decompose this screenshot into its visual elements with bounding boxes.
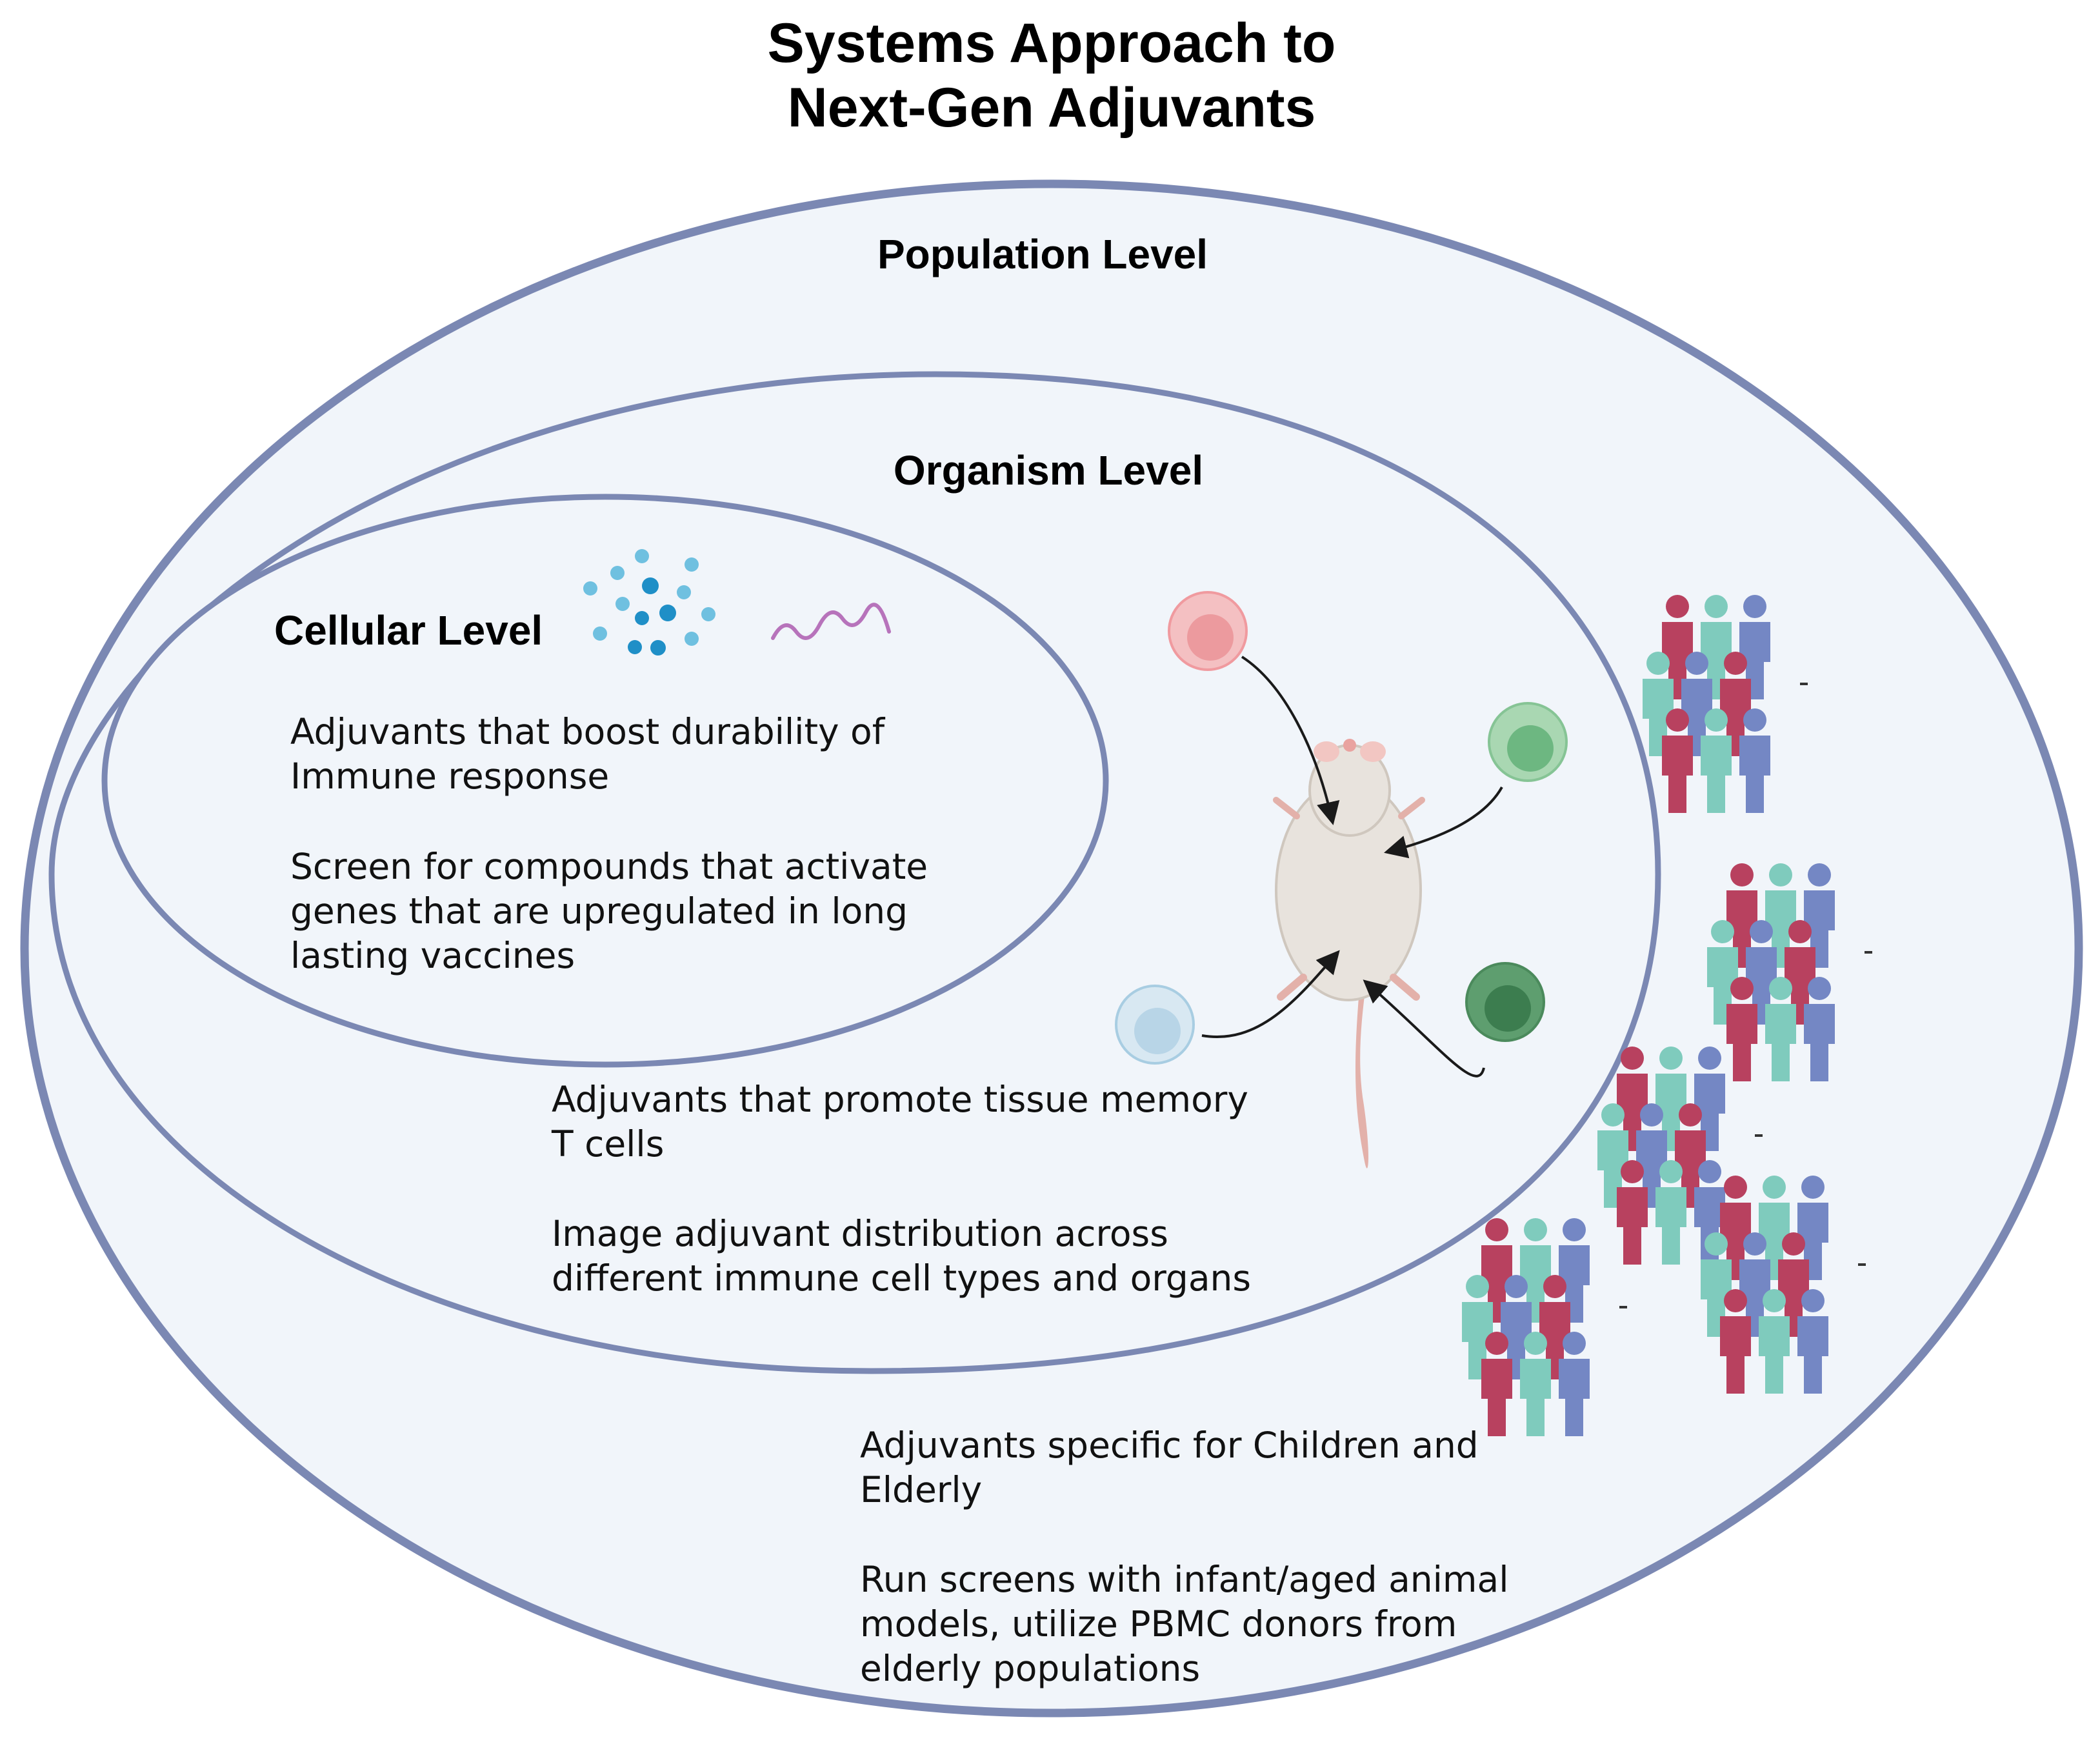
people-group-icon — [1707, 863, 1872, 1081]
people-groups — [1462, 595, 1872, 1436]
person-icon — [1655, 1160, 1686, 1265]
population-level-description: Adjuvants specific for Children and Elde… — [860, 1425, 1509, 1689]
organism-text-line: different immune cell types and organs — [552, 1257, 1251, 1299]
people-group-icon — [1643, 595, 1808, 813]
person-icon — [1701, 708, 1732, 813]
cellular-text-line: Screen for compounds that activate — [290, 846, 928, 887]
person-icon — [1797, 1176, 1828, 1280]
organism-level-description: Adjuvants that promote tissue memory T c… — [551, 1079, 1251, 1299]
cellular-level-ellipse — [101, 494, 1109, 1068]
organism-text-line: Image adjuvant distribution across — [552, 1213, 1168, 1254]
cellular-level-description: Adjuvants that boost durability of Immun… — [290, 711, 928, 976]
population-text-line: Adjuvants specific for Children and — [860, 1425, 1479, 1466]
person-icon — [1559, 1332, 1590, 1436]
organism-text-line: T cells — [551, 1123, 664, 1165]
person-icon — [1481, 1332, 1512, 1436]
person-icon — [1804, 977, 1835, 1081]
rna-strand-icon — [771, 603, 891, 640]
dash-mark — [1755, 1134, 1763, 1137]
population-level-label: Population Level — [877, 231, 1208, 277]
population-text-line: elderly populations — [860, 1648, 1200, 1689]
population-text-line: Run screens with infant/aged animal — [860, 1559, 1509, 1600]
person-icon — [1759, 1289, 1790, 1394]
person-icon — [1520, 1332, 1551, 1436]
cellular-text-line: Immune response — [290, 756, 609, 797]
dash-mark — [1800, 683, 1808, 685]
diagram-title-line-2: Next-Gen Adjuvants — [788, 77, 1316, 139]
population-text-line: models, utilize PBMC donors from — [860, 1603, 1457, 1645]
immune-cell-icon — [1168, 591, 1248, 671]
immune-cell-icon — [1488, 702, 1568, 782]
person-icon — [1662, 708, 1693, 813]
dash-mark — [1858, 1263, 1866, 1266]
person-icon — [1765, 977, 1796, 1081]
organism-level-label: Organism Level — [894, 447, 1203, 494]
cellular-level-label: Cellular Level — [274, 607, 543, 654]
immune-cell-icon — [1115, 985, 1195, 1065]
molecule-cluster-icon — [583, 549, 715, 656]
population-text-line: Elderly — [860, 1469, 982, 1510]
dash-mark — [1619, 1306, 1627, 1308]
cell-to-mouse-arrow — [1201, 950, 1340, 1038]
person-icon — [1617, 1160, 1648, 1265]
people-group-icon — [1701, 1176, 1866, 1394]
cellular-text-line: lasting vaccines — [290, 935, 575, 976]
cell-to-mouse-arrow — [1363, 979, 1485, 1077]
dash-mark — [1865, 951, 1872, 954]
immune-cell-icon — [1465, 962, 1545, 1042]
cell-to-mouse-arrow — [1384, 786, 1503, 859]
cellular-text-line: Adjuvants that boost durability of — [290, 711, 886, 752]
cell-to-mouse-arrow — [1241, 656, 1340, 826]
person-icon — [1797, 1289, 1828, 1394]
person-icon — [1726, 977, 1757, 1081]
diagram-title-line-1: Systems Approach to — [768, 12, 1336, 74]
organism-text-line: Adjuvants that promote tissue memory — [552, 1079, 1248, 1120]
person-icon — [1720, 1289, 1751, 1394]
people-group-icon — [1462, 1218, 1627, 1436]
person-icon — [1739, 708, 1770, 813]
cellular-text-line: genes that are upregulated in long — [290, 890, 908, 932]
